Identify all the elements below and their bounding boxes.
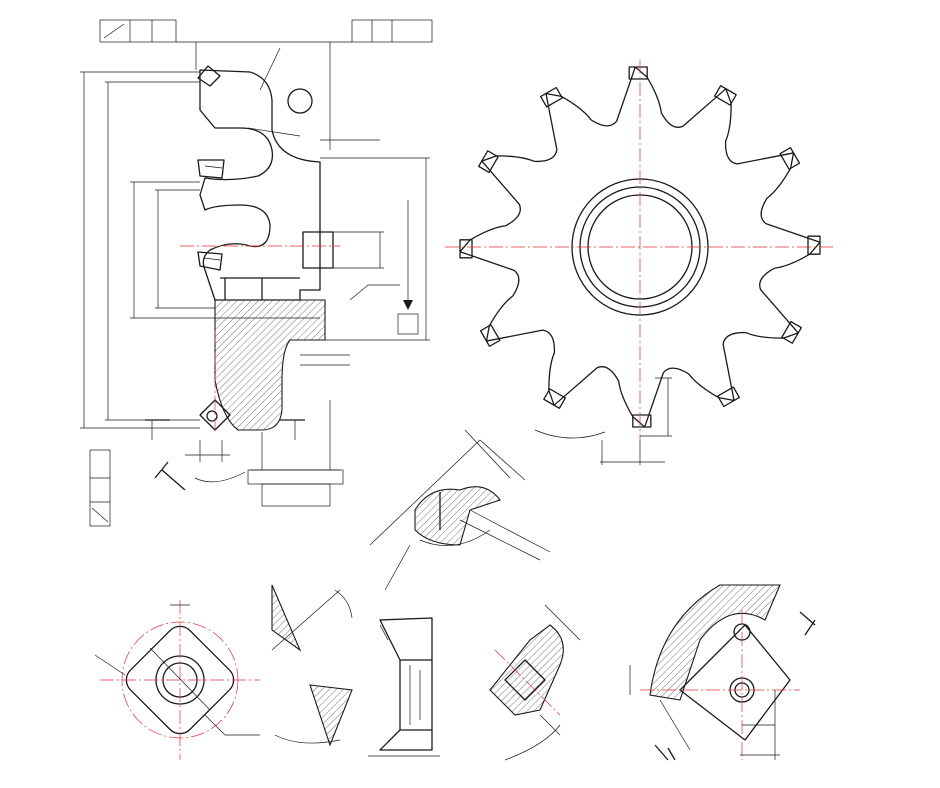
side-view-outline [199,69,321,301]
surface-symbol-top-right [330,19,433,43]
pocket-section-view [629,584,816,761]
insert-section [199,399,231,431]
insert-11 [478,150,499,174]
insert-7 [632,414,652,428]
insert-8 [543,388,567,409]
insert-angle-views [271,584,353,747]
insert-top-view [94,600,260,760]
hub-section [214,299,326,431]
surface-symbol-left [89,449,111,527]
keyway [302,231,334,269]
insert-3 [779,146,801,170]
insert-2 [713,85,737,106]
surface-symbol-top-left [99,19,196,43]
insert-9 [479,324,501,348]
bore-circle [287,88,313,114]
cutter-outline [459,66,821,428]
insert-12 [539,86,563,108]
insert-4 [807,235,821,255]
insert-pocket-detail [489,604,581,761]
insert-6 [717,386,741,408]
side-view [80,41,430,507]
insert-10 [459,239,473,259]
front-view-cutter [445,60,835,465]
insert-1 [628,66,648,80]
insert-group [459,66,821,428]
detail-edge [369,429,551,591]
insert-5 [781,320,802,344]
insert-side-view [368,617,440,757]
